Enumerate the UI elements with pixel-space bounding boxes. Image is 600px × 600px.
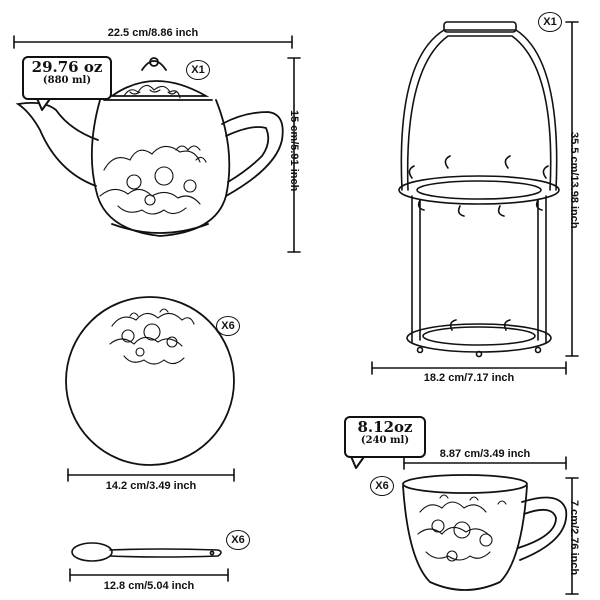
- saucer-width-label: 14.2 cm/3.49 inch: [105, 480, 197, 492]
- teapot-capacity-ml: (880 ml): [42, 74, 92, 86]
- saucer-quantity-badge: X6: [216, 316, 240, 336]
- cup-drawing: [402, 474, 568, 591]
- spoon-drawing: [71, 542, 222, 562]
- saucer-floral-pattern: [109, 308, 195, 365]
- teapot-capacity-oz: 29.76 oz: [31, 58, 103, 76]
- saucer-drawing: [65, 296, 235, 466]
- cup-capacity-ml: (240 ml): [360, 434, 410, 446]
- cup-width-dimension-line: [403, 456, 567, 470]
- cup-height-dimension-line: [565, 477, 579, 595]
- cup-floral-pattern: [417, 494, 507, 562]
- rack-drawing: [398, 21, 560, 358]
- teapot-floral-pattern: [99, 84, 207, 215]
- teapot-height-label: 15 cm/5.91 inch: [288, 110, 300, 192]
- cup-height-label: 7 cm/2.76 inch: [568, 500, 580, 576]
- cup-quantity-badge: X6: [370, 476, 394, 496]
- saucer-width-dimension-line: [67, 468, 235, 482]
- teapot-width-dimension-line: [13, 35, 293, 49]
- rack-quantity-badge: X1: [538, 12, 562, 32]
- teapot-width-label: 22.5 cm/8.86 inch: [107, 27, 199, 39]
- teapot-height-dimension-line: [287, 57, 301, 253]
- spoon-quantity-badge: X6: [226, 530, 250, 550]
- teapot-drawing: [15, 57, 284, 237]
- cup-capacity-oz: 8.12oz: [357, 418, 413, 436]
- cup-width-label: 8.87 cm/3.49 inch: [439, 448, 531, 460]
- cup-capacity-callout: 8.12oz (240 ml): [344, 416, 426, 458]
- rack-height-label: 35.5 cm/13.98 inch: [568, 132, 580, 229]
- rack-width-label: 18.2 cm/7.17 inch: [423, 372, 515, 384]
- rack-height-dimension-line: [565, 21, 579, 357]
- spoon-width-label: 12.8 cm/5.04 inch: [103, 580, 195, 592]
- spoon-width-dimension-line: [69, 568, 229, 582]
- teapot-quantity-badge: X1: [186, 60, 210, 80]
- rack-width-dimension-line: [371, 361, 567, 375]
- teapot-capacity-callout: 29.76 oz (880 ml): [22, 56, 112, 100]
